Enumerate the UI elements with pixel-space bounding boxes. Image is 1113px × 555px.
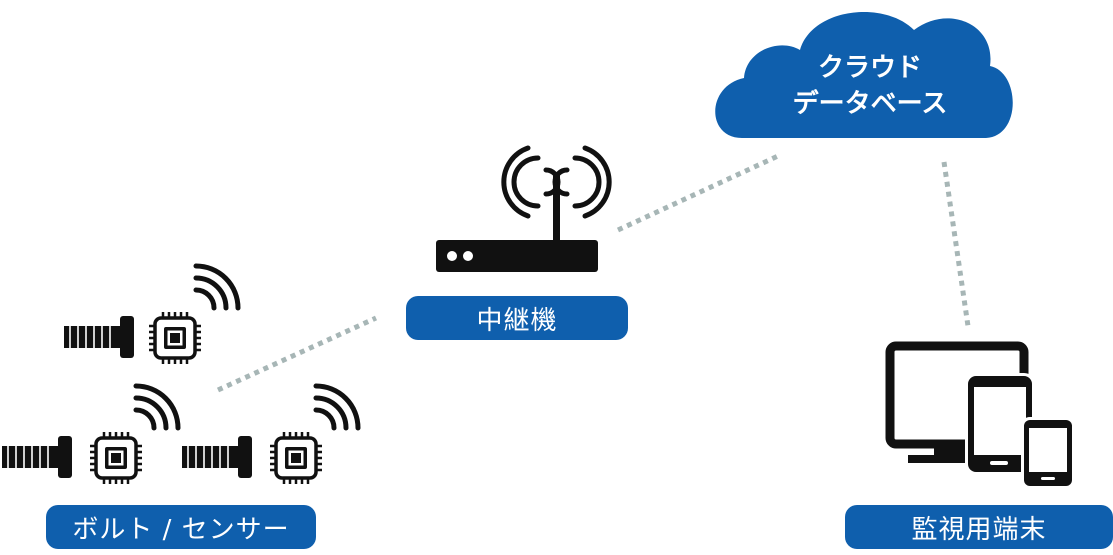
cloud-label-line2: データベース — [792, 89, 948, 119]
sensors-label: ボルト / センサー — [46, 505, 316, 549]
tablet-icon — [965, 373, 1035, 475]
cloud-icon — [715, 11, 1013, 138]
sensor-unit-3 — [181, 386, 358, 486]
cloud-database-label: クラウド データベース — [720, 50, 1020, 122]
wireless-signal-icon — [316, 386, 358, 428]
router-icon — [436, 145, 612, 272]
chip-icon — [147, 310, 203, 366]
link-cloud-terminals — [941, 161, 971, 327]
sensor-unit-2 — [1, 386, 178, 486]
wireless-signal-icon — [196, 266, 238, 308]
bolt-icon — [181, 435, 253, 479]
smartphone-icon — [1021, 417, 1075, 489]
bolt-icon — [1, 435, 73, 479]
wireless-signal-icon — [136, 386, 178, 428]
link-relay-cloud — [616, 153, 780, 233]
link-sensors-relay — [216, 315, 378, 393]
bolt-icon — [63, 315, 135, 359]
terminals-label: 監視用端末 — [845, 505, 1113, 549]
cloud-label-line1: クラウド — [817, 53, 922, 83]
chip-icon — [268, 430, 324, 486]
chip-icon — [88, 430, 144, 486]
sensor-unit-1 — [63, 266, 238, 366]
relay-label: 中継機 — [406, 296, 628, 340]
connection-lines — [216, 153, 971, 393]
